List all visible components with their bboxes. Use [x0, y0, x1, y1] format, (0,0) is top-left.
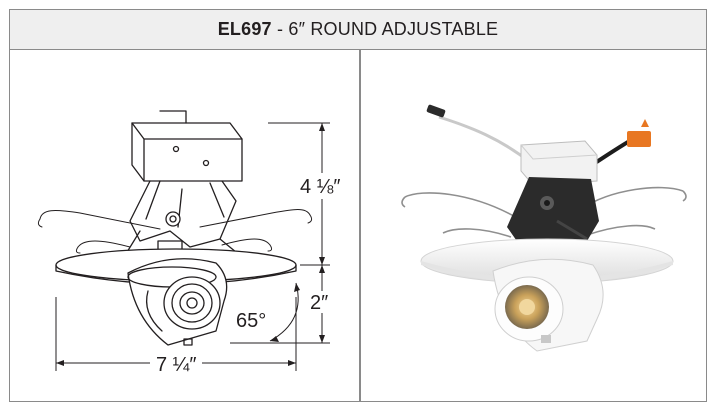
lens	[163, 276, 221, 346]
technical-drawing: 4 ⅛″ 2″ 65° 7 ¼″	[37, 110, 340, 376]
dimension-lines	[55, 122, 330, 371]
junction-box	[131, 110, 243, 182]
title-text: EL697 - 6″ ROUND ADJUSTABLE	[218, 19, 499, 40]
product-photo	[401, 104, 687, 352]
mounting-bracket	[123, 180, 243, 258]
panel-divider	[359, 49, 361, 401]
dimension-arrows	[56, 123, 325, 366]
model-number: EL697	[217, 19, 272, 39]
spring-clips	[401, 186, 687, 238]
technical-drawing-panel: 4 ⅛″ 2″ 65° 7 ¼″	[10, 51, 359, 401]
black-bracket	[507, 177, 599, 251]
product-photo-panel	[361, 51, 706, 401]
product-description: 6″ ROUND ADJUSTABLE	[288, 19, 499, 39]
title-separator: -	[271, 19, 289, 39]
junction-box-photo	[520, 140, 598, 186]
title-bar: EL697 - 6″ ROUND ADJUSTABLE	[10, 10, 706, 50]
dimension-height-upper: 4 ⅛″	[300, 176, 340, 198]
spring-wires	[37, 209, 313, 254]
dimension-width: 7 ¼″	[156, 354, 196, 376]
wire-connector-icon	[627, 131, 651, 147]
product-spec-card: EL697 - 6″ ROUND ADJUSTABLE	[9, 9, 707, 402]
dimension-height-lower: 2″	[310, 292, 328, 314]
dimension-tilt-angle: 65°	[236, 310, 266, 332]
gimbal-photo	[492, 258, 604, 352]
